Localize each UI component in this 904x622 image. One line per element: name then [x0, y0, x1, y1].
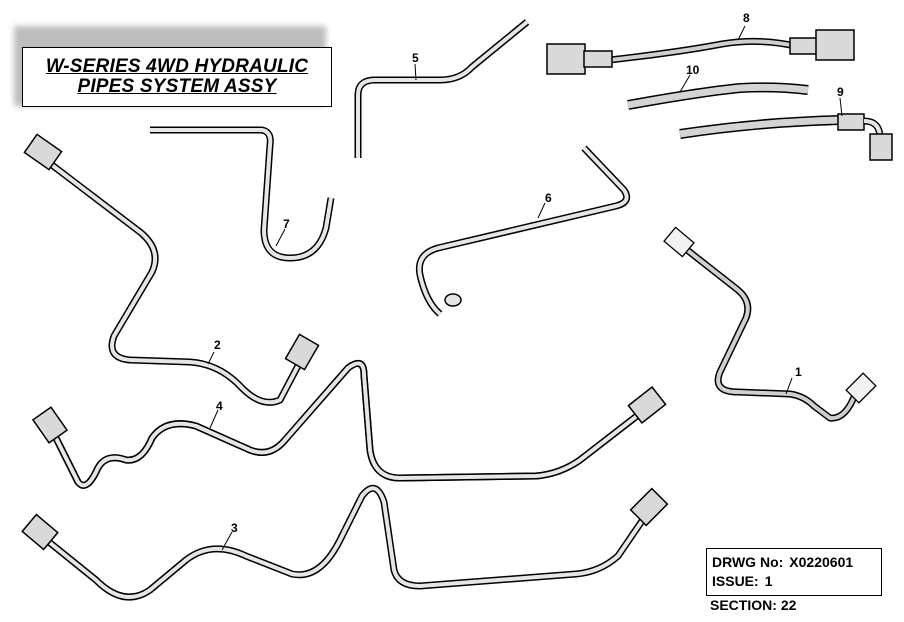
- issue-row: ISSUE: 1: [712, 572, 881, 591]
- section-value: 22: [780, 597, 797, 613]
- pipe-4[interactable]: [31, 359, 667, 489]
- pipe-3[interactable]: [21, 484, 669, 601]
- hose-1[interactable]: [663, 226, 877, 422]
- drawing-info-box: DRWG No: X0220601 ISSUE: 1: [706, 548, 882, 596]
- pipe-7[interactable]: [150, 126, 335, 262]
- hose-10[interactable]: [627, 82, 809, 110]
- label-part-10: 10: [686, 63, 700, 77]
- label-part-1: 1: [795, 365, 802, 379]
- part-labels: 1 2 3 4 5 6 7 8 9 10: [214, 11, 844, 535]
- drawing-number-row: DRWG No: X0220601: [712, 553, 881, 572]
- title-line-1: W-SERIES 4WD HYDRAULIC: [45, 56, 309, 77]
- section-label: SECTION:: [710, 597, 777, 613]
- hose-9[interactable]: [679, 113, 893, 161]
- label-part-5: 5: [412, 51, 419, 65]
- title-line-2: PIPES SYSTEM ASSY: [77, 76, 277, 97]
- hose-8[interactable]: [546, 29, 855, 75]
- label-part-2: 2: [214, 338, 221, 352]
- label-part-7: 7: [283, 217, 290, 231]
- drawing-number-label: DRWG No:: [712, 554, 784, 570]
- issue-label: ISSUE:: [712, 573, 759, 589]
- label-part-9: 9: [837, 85, 844, 99]
- leader-lines: [207, 25, 843, 551]
- label-part-4: 4: [216, 399, 223, 413]
- section-row: SECTION:22: [710, 597, 796, 613]
- issue-value: 1: [764, 573, 773, 589]
- drawing-title: W-SERIES 4WD HYDRAULIC PIPES SYSTEM ASSY: [22, 47, 332, 107]
- drawing-number-value: X0220601: [789, 554, 854, 570]
- label-part-8: 8: [743, 11, 750, 25]
- pipe-5[interactable]: [354, 19, 530, 158]
- pipe-2[interactable]: [23, 133, 320, 406]
- label-part-6: 6: [545, 191, 552, 205]
- pipe-6[interactable]: [415, 145, 631, 317]
- label-part-3: 3: [231, 521, 238, 535]
